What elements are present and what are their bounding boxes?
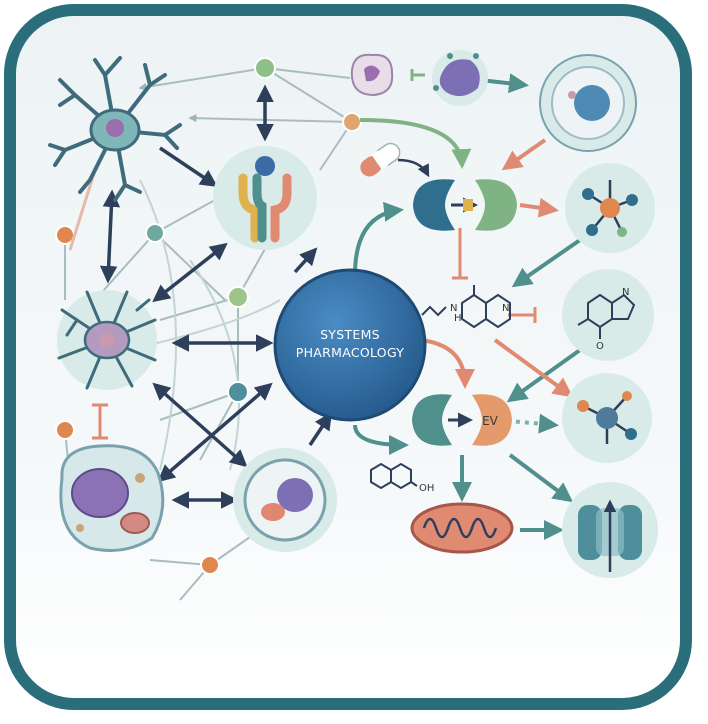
atom-label: O [596,341,604,352]
atom-label: N [622,287,629,298]
node [227,286,249,308]
receptor-icon [213,146,317,250]
atom-label: OH [419,483,434,494]
ev-label: EV [482,414,499,428]
node [145,223,165,243]
quinazoline-structure: N H N [421,285,511,329]
inhibition-markers [68,69,537,440]
molecule-icon [565,163,655,253]
neutrophil-icon [350,53,394,97]
mitochondrion-icon [410,502,514,554]
aromatic-compound-icon: OH [370,462,434,494]
node [55,420,75,440]
systems-pharmacology-hub: SYSTEMS PHARMACOLOGY [273,268,427,422]
interaction-arrows [99,84,332,509]
hub-title-line2: PHARMACOLOGY [296,345,405,360]
node [342,112,362,132]
atom-label: N [450,303,457,314]
stem-cell-icon [233,448,337,552]
atom-label: H [454,313,462,324]
node [227,381,249,403]
atom-label: N [502,303,509,314]
neuron-icon [48,56,182,202]
pill-icon [360,142,401,177]
molecule-icon-2 [562,373,652,463]
enzyme-icon [413,179,517,231]
monocyte-icon [432,50,488,106]
bicyclic-compound-icon: N O [562,269,654,361]
signal-arrows [359,118,472,178]
lymphocyte-icon [539,54,637,152]
node [200,555,220,575]
astrocyte-icon [57,290,157,390]
node [254,57,276,79]
macrophage-icon [59,444,165,552]
hub-title-line1: SYSTEMS [320,327,380,342]
ion-channel-icon [562,482,658,578]
ev-enzyme-icon: EV [412,394,512,446]
activation-arrows [419,138,574,398]
